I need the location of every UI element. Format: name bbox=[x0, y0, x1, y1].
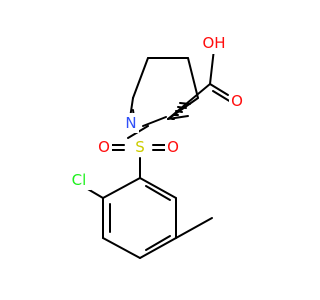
methyl-hash-wedge bbox=[167, 102, 191, 120]
bond-c-methyl bbox=[167, 115, 189, 120]
bond-aromatic bbox=[102, 237, 141, 259]
bond-c-c bbox=[187, 57, 199, 99]
wedge-hash bbox=[177, 106, 187, 109]
ring-substituents bbox=[85, 187, 213, 239]
chlorine-label: Cl bbox=[72, 171, 87, 189]
carbonyl-oxygen-label: O bbox=[231, 92, 243, 110]
bond-aromatic bbox=[102, 177, 141, 199]
nitrogen-label: N bbox=[125, 114, 136, 132]
hydroxyl-label: OH bbox=[202, 34, 225, 52]
bond-c-o bbox=[209, 48, 215, 85]
sulfonyl-oxygen-left-label: O bbox=[98, 138, 110, 156]
wedge-hash bbox=[175, 110, 183, 113]
bond-c-c bbox=[132, 57, 149, 99]
molecule-structure: OH O N S O O Cl bbox=[71, 34, 243, 259]
bond-c-n bbox=[142, 116, 167, 127]
carboxylic-acid-bonds bbox=[167, 48, 232, 120]
bond-aromatic bbox=[139, 177, 177, 199]
bond-aromatic-inner bbox=[145, 235, 171, 251]
bond-aromatic-inner bbox=[145, 185, 171, 201]
sulfonyl-oxygen-right-label: O bbox=[167, 138, 179, 156]
pyrrolidine-ring bbox=[132, 57, 199, 120]
bond-c-methyl bbox=[175, 217, 213, 239]
sulfur-label: S bbox=[135, 138, 145, 156]
bond-c-o-double bbox=[212, 90, 232, 103]
wedge-hash bbox=[179, 102, 191, 105]
bond-aromatic bbox=[139, 237, 177, 259]
benzene-ring bbox=[102, 177, 177, 259]
bond-c-o-double bbox=[209, 83, 229, 96]
bond-c-c bbox=[167, 83, 211, 120]
